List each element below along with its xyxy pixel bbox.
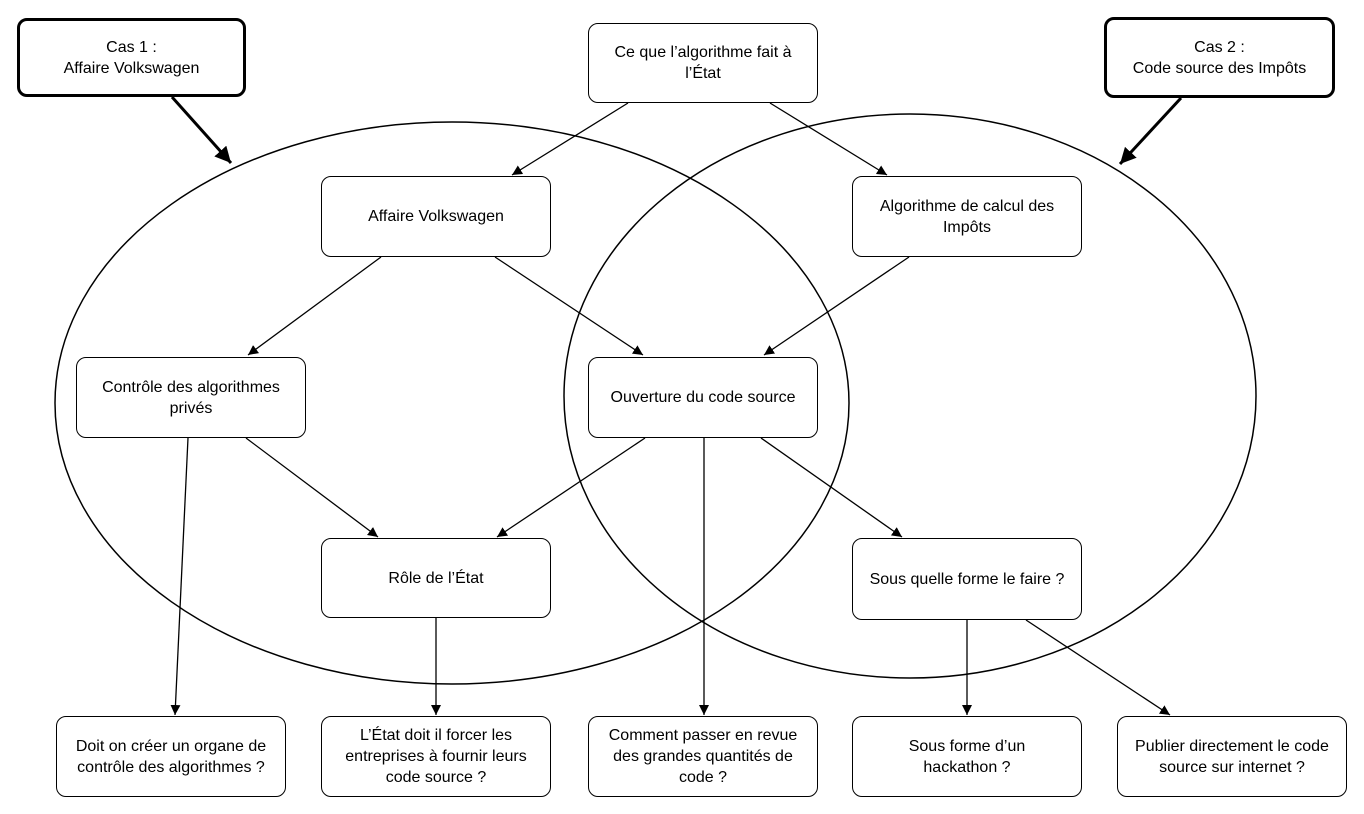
edge-volkswagen-controle: [247, 256, 382, 356]
node-q-publier: Publier directement le code source sur i…: [1117, 716, 1347, 797]
node-volkswagen: Affaire Volkswagen: [321, 176, 551, 257]
node-q-hackathon-line-2: hackathon ?: [923, 758, 1011, 776]
edge-ouverture-role: [496, 437, 646, 538]
node-q-forcer-line-2: entreprises à fournir leurs: [345, 748, 527, 765]
case1-title: Cas 1 :: [106, 38, 157, 56]
node-q-organe-line-1: Doit on créer un organe de: [75, 737, 267, 755]
edge-forme-publier: [1025, 619, 1171, 716]
case2-box: Cas 2 : Code source des Impôts: [1104, 17, 1335, 98]
edge-ouverture-forme: [760, 437, 903, 538]
node-controle-line-1: Contrôle des algorithmes: [102, 378, 280, 396]
node-ouverture: Ouverture du code source: [588, 357, 818, 438]
venn-circle-case2: [563, 113, 1257, 679]
node-q-hackathon-line-1: Sous forme d’un: [908, 737, 1026, 755]
case1-box: Cas 1 : Affaire Volkswagen: [17, 18, 246, 97]
node-root-line-1: Ce que l’algorithme fait à: [614, 44, 792, 61]
node-role-line-1: Rôle de l’État: [388, 569, 484, 587]
edge-root-volkswagen: [511, 102, 629, 176]
edge-volkswagen-ouverture: [494, 256, 644, 356]
edge-controle-role: [245, 437, 379, 538]
arrow-case1-to-circle: [170, 96, 233, 164]
node-controle-line-2: privés: [169, 399, 213, 417]
node-root-line-2: l’État: [685, 65, 721, 82]
arrow-case2-to-circle: [1118, 96, 1183, 166]
node-q-forcer: L’État doit il forcer les entreprises à …: [321, 716, 551, 797]
node-impots: Algorithme de calcul des Impôts: [852, 176, 1082, 257]
node-q-revue-line-2: des grandes quantités de: [613, 748, 793, 765]
node-forme: Sous quelle forme le faire ?: [852, 538, 1082, 620]
node-q-revue-line-1: Comment passer en revue: [608, 727, 798, 744]
node-impots-line-2: Impôts: [942, 218, 991, 236]
node-q-organe-line-2: contrôle des algorithmes ?: [77, 758, 265, 776]
node-controle: Contrôle des algorithmes privés: [76, 357, 306, 438]
node-forme-line-1: Sous quelle forme le faire ?: [869, 570, 1065, 588]
case2-title: Cas 2 :: [1194, 38, 1245, 56]
edge-controle-organe: [170, 437, 189, 716]
node-root: Ce que l’algorithme fait à l’État: [588, 23, 818, 103]
node-q-publier-line-2: source sur internet ?: [1159, 758, 1305, 776]
case2-subtitle: Code source des Impôts: [1132, 59, 1307, 77]
venn-circle-case1: [54, 121, 850, 685]
node-q-revue-line-3: code ?: [678, 769, 728, 786]
node-ouverture-line-1: Ouverture du code source: [610, 389, 796, 406]
node-q-forcer-line-1: L’État doit il forcer les: [359, 727, 513, 744]
node-role: Rôle de l’État: [321, 538, 551, 618]
edge-root-impots: [769, 102, 888, 176]
node-impots-line-1: Algorithme de calcul des: [879, 197, 1055, 215]
edge-impots-ouverture: [763, 256, 910, 356]
node-q-hackathon: Sous forme d’un hackathon ?: [852, 716, 1082, 797]
node-q-forcer-line-3: code source ?: [385, 769, 487, 786]
case1-subtitle: Affaire Volkswagen: [63, 59, 200, 77]
node-q-revue: Comment passer en revue des grandes quan…: [588, 716, 818, 797]
node-q-organe: Doit on créer un organe de contrôle des …: [56, 716, 286, 797]
node-volkswagen-line-1: Affaire Volkswagen: [368, 208, 504, 225]
node-q-publier-line-1: Publier directement le code: [1135, 737, 1329, 755]
